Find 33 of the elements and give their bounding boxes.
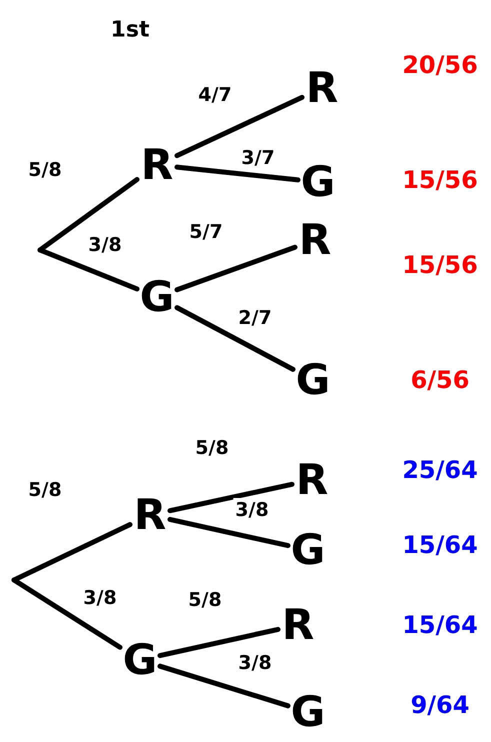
outcome-letter: R <box>137 140 177 190</box>
outcome-letter: G <box>120 635 160 685</box>
outcome-letter: G <box>288 525 328 575</box>
outcome-probability: 15/56 <box>402 166 478 194</box>
outcome-probability: 6/56 <box>410 366 470 394</box>
outcome-letter: G <box>298 157 338 207</box>
tree-branch <box>12 578 122 650</box>
tree-branch <box>38 248 140 292</box>
tree-branch <box>158 664 290 708</box>
outcome-letter: R <box>292 455 332 505</box>
tree-branch <box>174 164 300 182</box>
outcome-letter: R <box>302 63 342 113</box>
tree-branch <box>174 244 298 292</box>
outcome-letter: G <box>288 687 328 737</box>
outcome-probability: 20/56 <box>402 51 478 79</box>
tree-branch <box>174 94 304 158</box>
outcome-letter: G <box>293 355 333 405</box>
tree-branch <box>168 516 290 548</box>
outcome-letter: R <box>130 490 170 540</box>
outcome-letter: R <box>295 215 335 265</box>
outcome-probability: 25/64 <box>402 456 478 484</box>
tree-branch <box>12 522 132 582</box>
tree-branch <box>158 626 280 658</box>
outcome-probability: 15/64 <box>402 531 478 559</box>
outcome-probability: 15/64 <box>402 611 478 639</box>
outcome-probability: 15/56 <box>402 251 478 279</box>
stage-label: 1st <box>110 18 150 42</box>
tree-branch <box>168 482 294 514</box>
outcome-letter: R <box>278 600 318 650</box>
tree-branch <box>174 305 296 372</box>
outcome-letter: G <box>137 272 177 322</box>
outcome-probability: 9/64 <box>410 691 470 719</box>
tree-branch <box>38 177 140 252</box>
